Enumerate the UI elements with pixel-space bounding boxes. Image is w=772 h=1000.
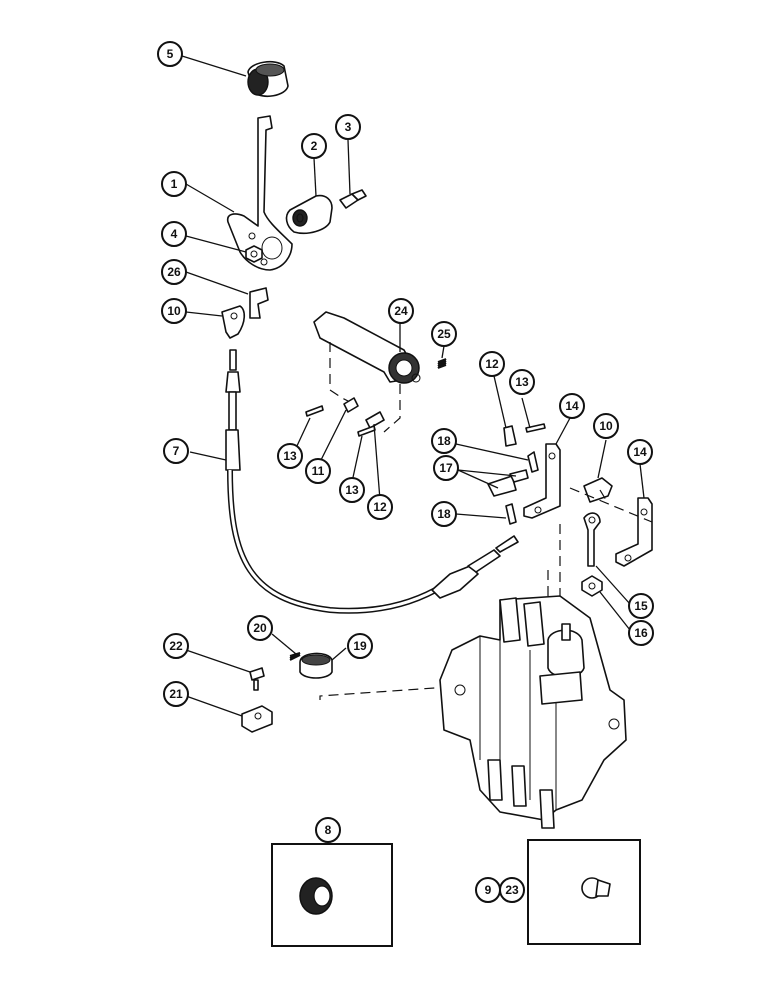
callout-18: 18 — [431, 501, 457, 527]
svg-text:12: 12 — [485, 357, 499, 371]
svg-text:11: 11 — [312, 464, 325, 478]
spring — [437, 358, 447, 369]
callout-23: 23 — [499, 877, 525, 903]
rod-end — [583, 512, 601, 567]
svg-text:13: 13 — [283, 449, 297, 463]
svg-text:25: 25 — [437, 327, 451, 341]
callout-14: 14 — [559, 393, 585, 419]
svg-text:10: 10 — [599, 419, 613, 433]
control-valve — [439, 595, 627, 829]
callout-13: 13 — [339, 477, 365, 503]
svg-text:9: 9 — [485, 883, 492, 897]
callout-15: 15 — [628, 593, 654, 619]
svg-text:4: 4 — [171, 227, 178, 241]
callout-26: 26 — [161, 259, 187, 285]
callout-11: 11 — [305, 458, 331, 484]
svg-text:3: 3 — [345, 120, 352, 134]
callout-12: 12 — [479, 351, 505, 377]
svg-text:16: 16 — [634, 626, 648, 640]
svg-text:14: 14 — [633, 445, 647, 459]
control-cable — [225, 349, 519, 614]
inset-box-9-23 — [527, 839, 641, 945]
adjuster-spring — [289, 652, 301, 661]
elbow-fitting — [249, 287, 269, 319]
svg-text:13: 13 — [345, 483, 359, 497]
svg-text:23: 23 — [505, 883, 519, 897]
jam-nut — [581, 575, 603, 597]
adjuster-knob — [299, 652, 333, 679]
inset-box-8 — [271, 843, 393, 947]
callout-9: 9 — [475, 877, 501, 903]
callout-3: 3 — [335, 114, 361, 140]
svg-text:26: 26 — [167, 265, 181, 279]
svg-text:14: 14 — [565, 399, 579, 413]
handle-assembly — [313, 311, 421, 384]
callout-19: 19 — [347, 633, 373, 659]
svg-text:5: 5 — [167, 47, 174, 61]
callout-12: 12 — [367, 494, 393, 520]
svg-text:8: 8 — [325, 823, 332, 837]
svg-text:10: 10 — [167, 304, 181, 318]
callout-10: 10 — [593, 413, 619, 439]
svg-text:17: 17 — [439, 461, 453, 475]
bolt — [339, 189, 367, 209]
svg-text:18: 18 — [437, 434, 451, 448]
clevis-right — [583, 477, 613, 503]
callout-21: 21 — [163, 681, 189, 707]
svg-text:22: 22 — [169, 639, 183, 653]
control-lever — [226, 115, 293, 271]
callout-14: 14 — [627, 439, 653, 465]
callout-7: 7 — [163, 438, 189, 464]
clevis — [221, 305, 246, 339]
callout-1: 1 — [161, 171, 187, 197]
callout-25: 25 — [431, 321, 457, 347]
svg-text:20: 20 — [253, 621, 267, 635]
callout-2: 2 — [301, 133, 327, 159]
callout-17: 17 — [433, 455, 459, 481]
nut — [245, 245, 263, 263]
svg-text:18: 18 — [437, 507, 451, 521]
callout-13: 13 — [509, 369, 535, 395]
svg-text:7: 7 — [173, 444, 180, 458]
svg-text:2: 2 — [311, 139, 318, 153]
pins-handle — [305, 397, 385, 437]
svg-text:19: 19 — [353, 639, 367, 653]
callout-20: 20 — [247, 615, 273, 641]
bracket-left — [523, 443, 561, 519]
svg-text:21: 21 — [169, 687, 183, 701]
callout-18: 18 — [431, 428, 457, 454]
callout-24: 24 — [388, 298, 414, 324]
callout-5: 5 — [157, 41, 183, 67]
callout-22: 22 — [163, 633, 189, 659]
svg-text:12: 12 — [373, 500, 387, 514]
svg-text:13: 13 — [515, 375, 529, 389]
callout-16: 16 — [628, 620, 654, 646]
leader-lines — [181, 55, 645, 844]
callout-4: 4 — [161, 221, 187, 247]
svg-text:24: 24 — [394, 304, 408, 318]
screw — [249, 667, 265, 691]
svg-text:1: 1 — [171, 177, 178, 191]
callout-8: 8 — [315, 817, 341, 843]
pins-right — [503, 423, 546, 447]
bracket-right — [615, 497, 653, 567]
mounting-bracket — [241, 705, 273, 733]
pivot-housing — [285, 194, 333, 235]
callout-13: 13 — [277, 443, 303, 469]
control-knob — [247, 60, 289, 98]
svg-text:15: 15 — [634, 599, 648, 613]
pins-17-18 — [487, 451, 539, 525]
callout-10: 10 — [161, 298, 187, 324]
